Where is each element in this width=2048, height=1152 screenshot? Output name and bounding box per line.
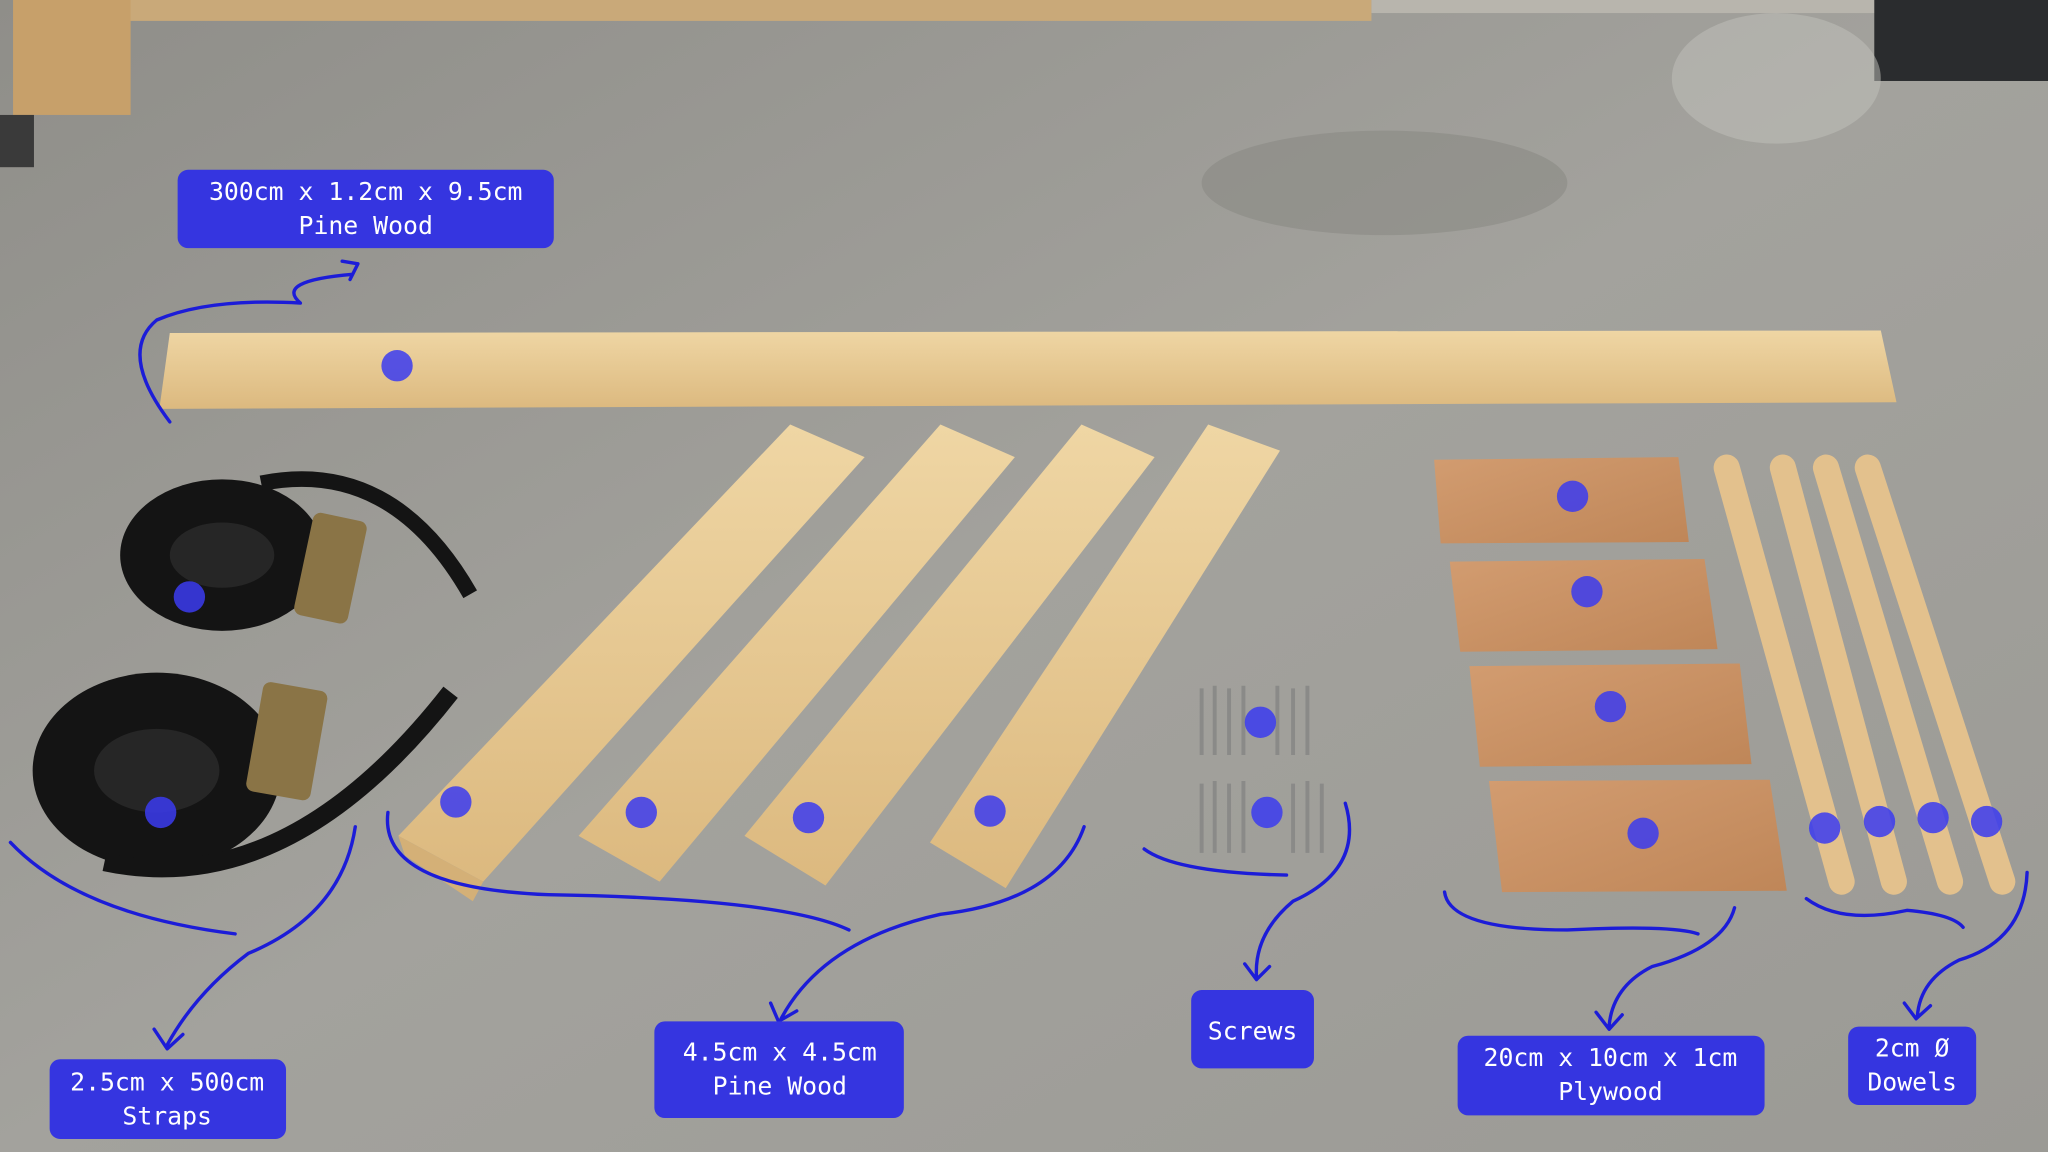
marker-dot (440, 786, 472, 818)
marker-dot (1251, 796, 1283, 829)
dowel (1854, 454, 2016, 895)
marker-dot (1863, 805, 1896, 838)
marker-dot (792, 801, 825, 834)
label-line-1: 20cm x 10cm x 1cm (1484, 1043, 1738, 1072)
arrow-screws (1142, 801, 1352, 982)
marker-dot (1917, 801, 1949, 834)
arrow-dowels (1804, 870, 2029, 1021)
dowel (1769, 454, 1907, 895)
label-line-2: Dowels (1867, 1068, 1957, 1097)
pine-stick (929, 424, 1280, 889)
marker-dot (144, 796, 177, 829)
marker-dot (1571, 576, 1603, 608)
wood-post (13, 0, 131, 115)
label-line-1: 300cm x 1.2cm x 9.5cm (209, 177, 523, 206)
ratchet-strap (32, 672, 458, 878)
label-line-2: Straps (122, 1102, 212, 1131)
marker-dot (1970, 805, 2003, 838)
label-straps: 2.5cm x 500cm Straps (49, 1059, 287, 1139)
pine-stick (744, 424, 1155, 886)
label-line-1: Screws (1208, 1017, 1298, 1046)
ratchet-strap (120, 471, 478, 631)
marker-dot (1244, 706, 1277, 738)
marker-dot (1594, 690, 1627, 723)
label-line-2: Pine Wood (299, 211, 433, 240)
arrow-long-board (138, 259, 360, 424)
arrow-plywood (1442, 890, 1737, 1031)
label-line-1: 2cm Ø (1875, 1034, 1950, 1063)
floor-highlight (1671, 13, 1881, 144)
pine-stick (578, 424, 1015, 882)
floor-object (0, 114, 34, 168)
marker-dot (1808, 812, 1841, 844)
marker-dot (1556, 480, 1589, 512)
label-dowels: 2cm Ø Dowels (1848, 1026, 1977, 1105)
marker-dot (1627, 817, 1659, 849)
marker-dot (381, 350, 413, 382)
cabinet (1874, 0, 2048, 81)
plywood-piece (1449, 559, 1718, 652)
arrow-straps (8, 825, 357, 1051)
plywood-piece (1434, 457, 1689, 544)
label-plywood: 20cm x 10cm x 1cm Plywood (1457, 1035, 1765, 1116)
label-screws: Screws (1191, 990, 1314, 1069)
screws (1199, 685, 1324, 853)
label-line-2: Plywood (1558, 1077, 1663, 1106)
dowel (1713, 454, 1855, 895)
label-long-pine-board: 300cm x 1.2cm x 9.5cm Pine Wood (177, 169, 554, 249)
wall-panel (1371, 0, 1894, 14)
label-pine-sticks: 4.5cm x 4.5cm Pine Wood (654, 1021, 904, 1119)
plywood-piece (1488, 779, 1787, 893)
plywood-piece (1469, 663, 1752, 767)
label-line-1: 4.5cm x 4.5cm (683, 1038, 877, 1067)
marker-dot (974, 795, 1006, 827)
long-pine-board (159, 330, 1897, 409)
marker-dot (625, 796, 657, 829)
marker-dot (173, 581, 206, 613)
wall-panel (78, 0, 1372, 21)
dowel (1812, 454, 1964, 895)
label-line-1: 2.5cm x 500cm (70, 1068, 264, 1097)
floor-stain (1201, 130, 1568, 236)
label-line-2: Pine Wood (713, 1072, 847, 1101)
